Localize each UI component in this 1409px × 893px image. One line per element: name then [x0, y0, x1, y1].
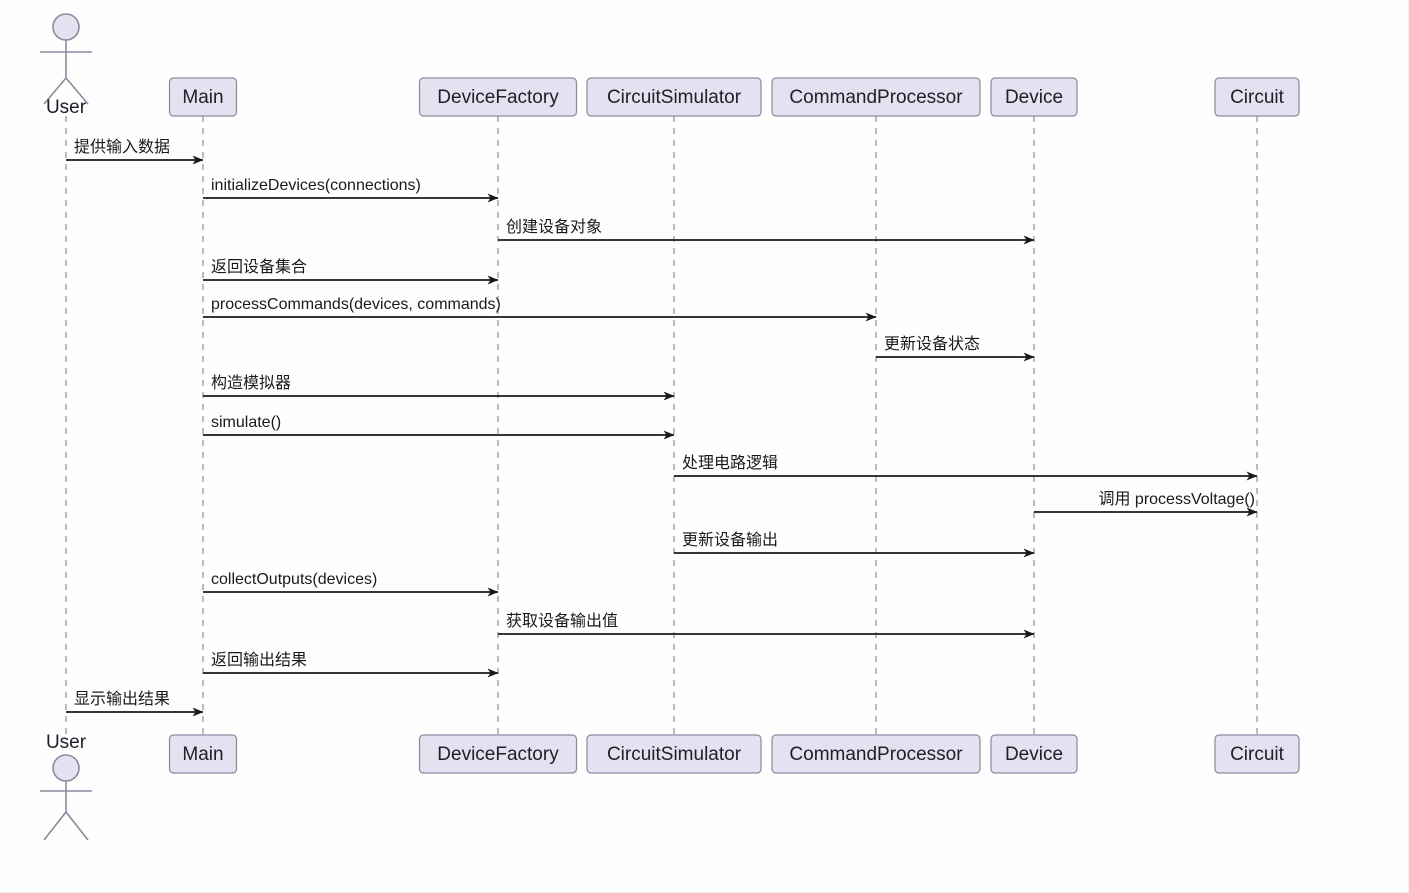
participant-box[interactable] [418, 734, 578, 774]
message-m5[interactable]: processCommands(devices, commands) [203, 296, 877, 322]
actor-user-top[interactable]: User [40, 13, 92, 118]
message-m14[interactable]: 返回输出结果 [203, 651, 499, 678]
participant-box[interactable] [990, 77, 1078, 117]
actor-leg-left [43, 811, 67, 841]
participant-box[interactable] [990, 734, 1078, 774]
participant-main-bottom[interactable]: Main [168, 734, 238, 774]
participants-layer: UserUserMainMainDeviceFactoryDeviceFacto… [40, 13, 1300, 841]
participant-circuitsimulator-bottom[interactable]: CircuitSimulator [586, 734, 762, 774]
message-label: 构造模拟器 [211, 374, 291, 392]
message-m4[interactable]: 返回设备集合 [203, 258, 499, 285]
message-label: processCommands(devices, commands) [211, 296, 501, 313]
participant-label-circuitsimulator: CircuitSimulator [607, 87, 742, 108]
actor-user-bottom[interactable]: User [40, 732, 92, 841]
participant-device-bottom[interactable]: Device [990, 734, 1078, 774]
message-label: 返回设备集合 [211, 258, 307, 276]
participant-label-devicefactory: DeviceFactory [437, 744, 559, 765]
participant-box[interactable] [1214, 77, 1300, 117]
actor-leg-left [43, 77, 67, 105]
participant-devicefactory-top[interactable]: DeviceFactory [418, 77, 578, 117]
participant-label-circuit: Circuit [1230, 87, 1285, 108]
message-label: simulate() [211, 414, 281, 431]
message-m15[interactable]: 显示输出结果 [66, 690, 204, 717]
message-m7[interactable]: 构造模拟器 [203, 374, 675, 401]
participant-box[interactable] [771, 77, 981, 117]
message-label: 显示输出结果 [74, 690, 170, 708]
message-m10[interactable]: 调用 processVoltage() [1034, 490, 1258, 517]
participant-circuit-bottom[interactable]: Circuit [1214, 734, 1300, 774]
message-m6[interactable]: 更新设备状态 [876, 335, 1035, 362]
message-label: 更新设备输出 [682, 531, 778, 549]
message-label: collectOutputs(devices) [211, 571, 377, 588]
participant-box[interactable] [1214, 734, 1300, 774]
message-m8[interactable]: simulate() [203, 414, 675, 440]
participant-main-top[interactable]: Main [168, 77, 238, 117]
actor-head-icon [52, 754, 80, 782]
participant-box[interactable] [586, 734, 762, 774]
message-label: initializeDevices(connections) [211, 177, 421, 194]
message-m13[interactable]: 获取设备输出值 [498, 612, 1035, 639]
message-label: 更新设备状态 [884, 335, 980, 353]
actor-head-icon [52, 13, 80, 41]
participant-label-device: Device [1005, 744, 1063, 765]
actor-label-user: User [46, 732, 87, 753]
message-m1[interactable]: 提供输入数据 [66, 138, 204, 165]
participant-device-top[interactable]: Device [990, 77, 1078, 117]
messages-layer: 提供输入数据 initializeDevices(connections) 创建设备… [66, 138, 1258, 717]
participant-circuit-top[interactable]: Circuit [1214, 77, 1300, 117]
message-label: 提供输入数据 [74, 138, 170, 156]
participant-box[interactable] [418, 77, 578, 117]
participant-box[interactable] [168, 77, 238, 117]
message-label: 创建设备对象 [506, 218, 602, 236]
actor-label-user: User [46, 97, 87, 118]
message-m11[interactable]: 更新设备输出 [674, 531, 1035, 558]
actor-leg-right [65, 811, 89, 841]
participant-box[interactable] [168, 734, 238, 774]
message-m2[interactable]: initializeDevices(connections) [203, 177, 499, 203]
message-label: 处理电路逻辑 [682, 454, 778, 472]
participant-label-commandprocessor: CommandProcessor [789, 744, 963, 765]
actor-leg-right [65, 77, 89, 105]
message-label: 返回输出结果 [211, 651, 307, 669]
participant-label-circuit: Circuit [1230, 744, 1285, 765]
message-label: 调用 processVoltage() [1098, 490, 1255, 508]
participant-box[interactable] [586, 77, 762, 117]
participant-commandprocessor-top[interactable]: CommandProcessor [771, 77, 981, 117]
participant-box[interactable] [771, 734, 981, 774]
participant-circuitsimulator-top[interactable]: CircuitSimulator [586, 77, 762, 117]
participant-label-circuitsimulator: CircuitSimulator [607, 744, 742, 765]
participant-label-device: Device [1005, 87, 1063, 108]
message-m3[interactable]: 创建设备对象 [498, 218, 1035, 245]
participant-label-commandprocessor: CommandProcessor [789, 87, 963, 108]
participant-label-devicefactory: DeviceFactory [437, 87, 559, 108]
participant-commandprocessor-bottom[interactable]: CommandProcessor [771, 734, 981, 774]
message-m12[interactable]: collectOutputs(devices) [203, 571, 499, 597]
participant-devicefactory-bottom[interactable]: DeviceFactory [418, 734, 578, 774]
participant-label-main: Main [182, 87, 223, 108]
message-m9[interactable]: 处理电路逻辑 [674, 454, 1258, 481]
message-label: 获取设备输出值 [506, 612, 618, 630]
participant-label-main: Main [182, 744, 223, 765]
